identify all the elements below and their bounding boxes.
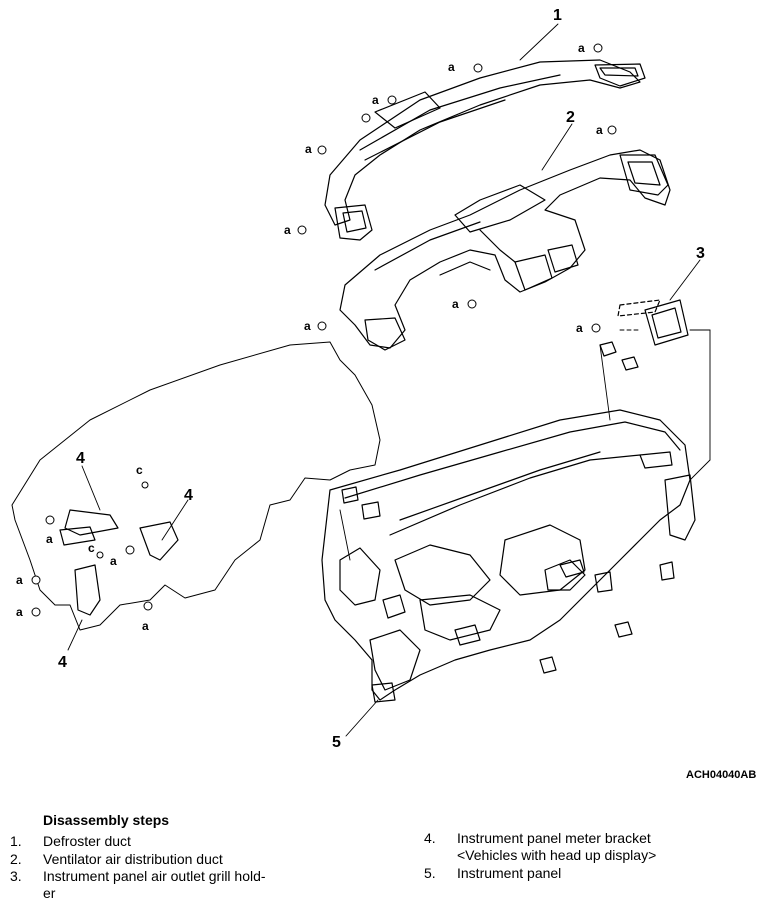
callout-4-right: 4: [184, 487, 193, 504]
fastener-label-c: c: [88, 541, 95, 555]
disassembly-steps-title: Disassembly steps: [43, 812, 170, 828]
step-text-continued: <Vehicles with head up display>: [457, 847, 657, 863]
step-number: 5.: [424, 865, 436, 881]
fastener-label-a: a: [576, 321, 583, 335]
step-number: 4.: [424, 830, 436, 846]
step-1: 1. Defroster duct: [10, 833, 330, 850]
step-text: Instrument panel: [457, 865, 562, 881]
panel-upper-silhouette: [11, 341, 381, 631]
ventilator-air-distribution-duct: [339, 149, 671, 351]
fastener-label-a: a: [448, 60, 455, 74]
step-text-continued: er: [43, 885, 56, 901]
step-5: 5. Instrument panel: [424, 865, 754, 882]
fastener-label-a: a: [46, 532, 53, 546]
fastener-label-a: a: [16, 573, 23, 587]
figure-id: ACH04040AB: [686, 769, 756, 781]
callout-2: 2: [566, 109, 575, 126]
exploded-view-diagram: 1 2 3 4 4 4 5 a a a a a a a a a a a a a …: [11, 7, 756, 781]
fastener-label-a: a: [578, 41, 585, 55]
fastener-label-a: a: [452, 297, 459, 311]
fastener-label-a: a: [596, 123, 603, 137]
fastener-label-a: a: [284, 223, 291, 237]
callout-3: 3: [696, 245, 705, 262]
step-number: 2.: [10, 851, 22, 867]
step-number: 1.: [10, 833, 22, 849]
step-text: Ventilator air distribution duct: [43, 851, 223, 867]
fastener-label-a: a: [110, 554, 117, 568]
bolt-icons: [31, 43, 617, 617]
defroster-duct: [324, 59, 646, 241]
step-text: Defroster duct: [43, 833, 131, 849]
fastener-label-a: a: [305, 142, 312, 156]
leader-lines: [67, 23, 711, 737]
step-text: Instrument panel air outlet grill hold-: [43, 868, 266, 884]
callout-4-left: 4: [76, 450, 85, 467]
step-3: 3. Instrument panel air outlet grill hol…: [10, 868, 330, 902]
callout-4-bottom: 4: [58, 654, 67, 671]
fastener-label-a: a: [142, 619, 149, 633]
air-outlet-grill-holder: [599, 299, 689, 371]
step-number: 3.: [10, 868, 22, 884]
instrument-panel: [321, 409, 696, 703]
callout-5: 5: [332, 734, 341, 751]
fastener-label-c: c: [136, 463, 143, 477]
callout-1: 1: [553, 7, 562, 24]
fastener-label-a: a: [16, 605, 23, 619]
fastener-label-a: a: [304, 319, 311, 333]
step-2: 2. Ventilator air distribution duct: [10, 851, 330, 868]
step-text: Instrument panel meter bracket: [457, 830, 651, 846]
step-4: 4. Instrument panel meter bracket <Vehic…: [424, 830, 754, 864]
fastener-label-a: a: [372, 93, 379, 107]
